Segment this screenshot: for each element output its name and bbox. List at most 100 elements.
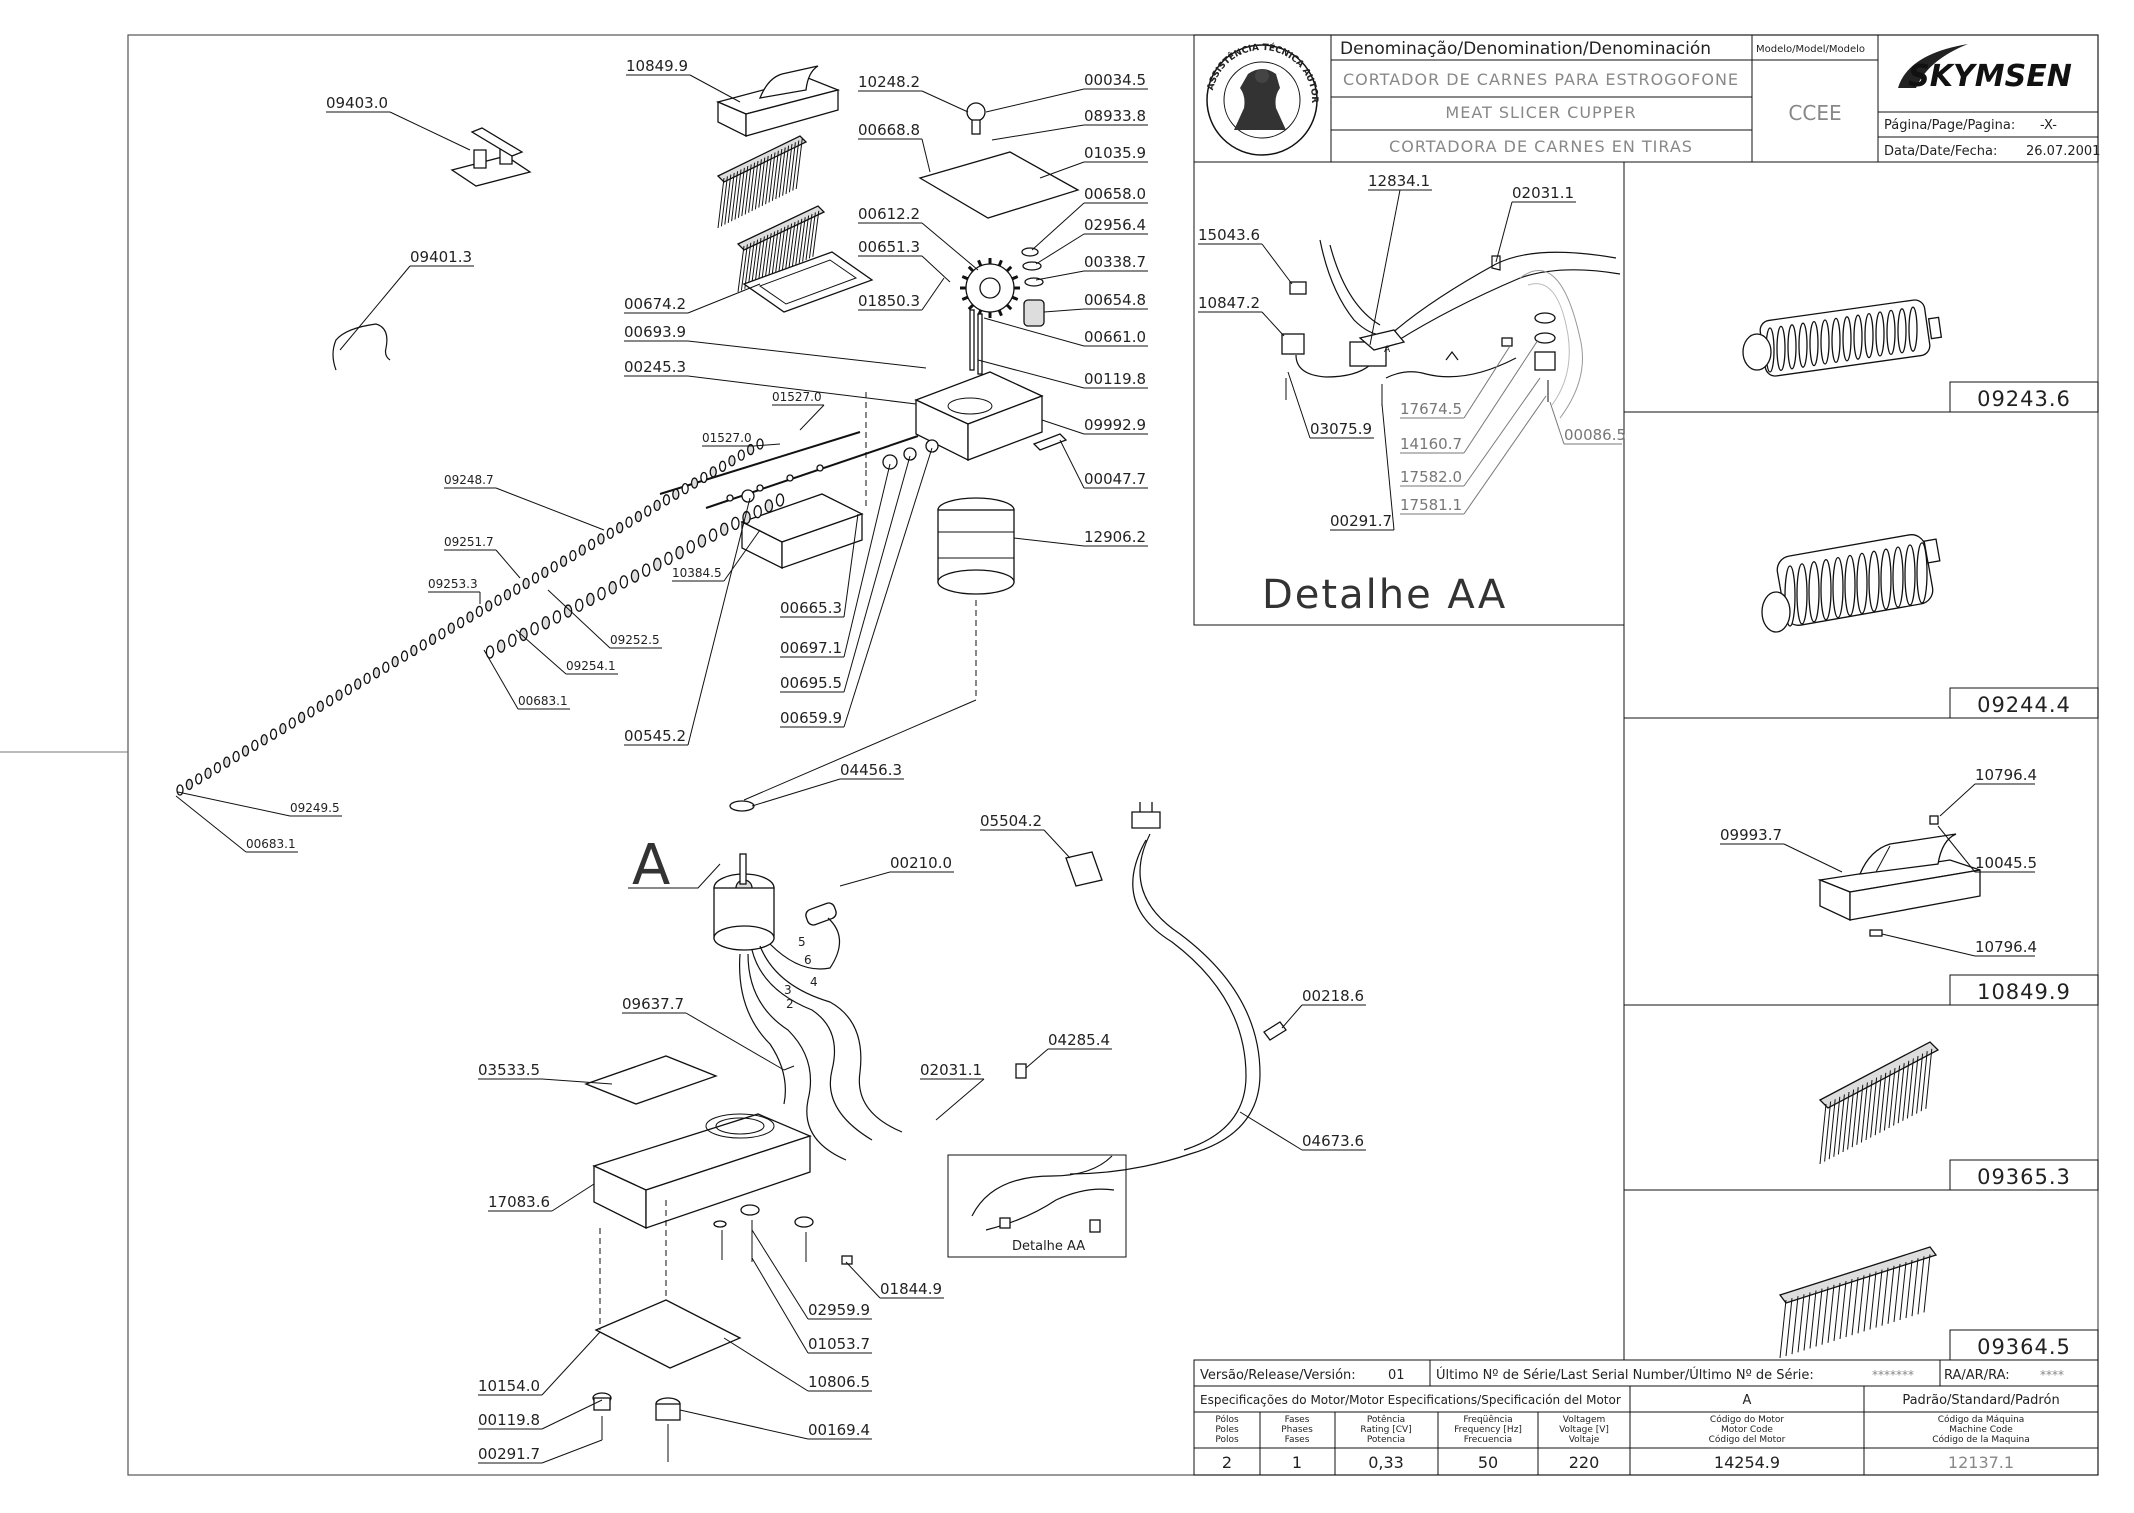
comb-tooth bbox=[1897, 1063, 1905, 1124]
svg-text:Potencia: Potencia bbox=[1367, 1435, 1405, 1445]
blade-washer bbox=[485, 645, 495, 659]
roller-rib bbox=[1904, 544, 1916, 606]
leader-line bbox=[723, 529, 761, 582]
leader-line bbox=[977, 359, 1085, 389]
blade-washer bbox=[700, 471, 708, 484]
blade-washer bbox=[664, 551, 673, 566]
svg-text:Código da Máquina: Código da Máquina bbox=[1938, 1414, 2025, 1425]
gear-tooth bbox=[977, 259, 983, 267]
label-00674-2: 00674.2 bbox=[624, 295, 686, 313]
comb-tooth bbox=[1819, 1103, 1827, 1165]
detail-aa-panel: A 12834.1 02031.1 15043.6 10847.2 03075.… bbox=[1193, 161, 1626, 1360]
comb-tooth bbox=[1893, 1263, 1901, 1322]
comb-tooth bbox=[737, 167, 745, 218]
blade-washer bbox=[541, 566, 549, 579]
blade-washer bbox=[619, 575, 629, 589]
date-value: 26.07.2001 bbox=[2026, 144, 2100, 159]
comb-tooth bbox=[1879, 1072, 1887, 1133]
leader-line bbox=[1025, 1048, 1049, 1069]
blade-washer bbox=[552, 610, 562, 624]
blade-washer bbox=[494, 594, 502, 606]
blade-washer bbox=[616, 522, 624, 534]
label-01844-9: 01844.9 bbox=[880, 1280, 942, 1298]
comb-tooth bbox=[1860, 1082, 1868, 1143]
shaft-ring bbox=[726, 494, 734, 502]
svg-text:Frecuencia: Frecuencia bbox=[1464, 1435, 1512, 1445]
comb-tooth bbox=[768, 152, 776, 203]
svg-text:1: 1 bbox=[1292, 1453, 1302, 1472]
roller-blade bbox=[1787, 324, 1797, 370]
comb-tooth bbox=[1906, 1058, 1914, 1119]
label-17582-0: 17582.0 bbox=[1400, 468, 1462, 486]
blade-washer bbox=[719, 522, 729, 536]
comb-tooth bbox=[754, 237, 762, 285]
blade-washer bbox=[541, 616, 551, 630]
label-00697-1: 00697.1 bbox=[780, 639, 842, 657]
motor-spec-label: Especificações do Motor/Motor Especifica… bbox=[1200, 1393, 1621, 1407]
label-15043-6: 15043.6 bbox=[1198, 226, 1260, 244]
comb-tooth bbox=[1824, 1101, 1832, 1162]
blade-washer bbox=[251, 739, 259, 752]
comb-tooth bbox=[765, 154, 773, 205]
date-label: Data/Date/Fecha: bbox=[1884, 144, 1997, 159]
ra-value: **** bbox=[2040, 1368, 2064, 1382]
label-10847-2: 10847.2 bbox=[1198, 294, 1260, 312]
roller-blade bbox=[1853, 314, 1863, 360]
label-00612-2: 00612.2 bbox=[858, 205, 920, 223]
title-block: ASSISTÊNCIA TÉCNICA AUTORIZADA Denominaç… bbox=[0, 0, 2100, 163]
roller-blade bbox=[1875, 311, 1885, 357]
blade-washer bbox=[775, 493, 785, 507]
label-00119-8b: 00119.8 bbox=[478, 1411, 540, 1429]
comb-tooth bbox=[744, 242, 752, 289]
blade-washer bbox=[372, 667, 381, 679]
comb-tooth bbox=[808, 212, 816, 259]
blade-washer bbox=[578, 544, 586, 556]
detail-aa-title: Detalhe AA bbox=[1262, 572, 1507, 618]
svg-text:Código de la Maquina: Código de la Maquina bbox=[1932, 1434, 2030, 1445]
panel-code-09244-4: 09244.4 bbox=[1977, 693, 2071, 717]
comb-tooth bbox=[754, 159, 762, 210]
label-09254-1: 09254.1 bbox=[566, 659, 616, 673]
page-value: -X- bbox=[2040, 118, 2057, 133]
blade-washer bbox=[297, 711, 306, 724]
blade-washer bbox=[686, 540, 696, 554]
blade-washer bbox=[400, 650, 409, 662]
label-00651-3: 00651.3 bbox=[858, 238, 920, 256]
blade-washer bbox=[662, 494, 671, 506]
blade-washer bbox=[363, 672, 371, 685]
comb-tooth bbox=[1779, 1299, 1787, 1359]
comb-tooth bbox=[1869, 1271, 1877, 1330]
blade-washer bbox=[410, 644, 418, 657]
comb-tooth bbox=[1785, 1298, 1793, 1357]
gear-tooth bbox=[961, 295, 969, 301]
comb-tooth bbox=[781, 225, 789, 272]
comb-tooth bbox=[1797, 1294, 1805, 1353]
comb-tooth bbox=[1874, 1075, 1882, 1136]
blade-washer bbox=[597, 586, 606, 601]
shaft-ring bbox=[756, 484, 764, 492]
code-box-10849-9 bbox=[1949, 974, 2099, 1006]
blade-washer bbox=[697, 534, 707, 548]
label-09249-5: 09249.5 bbox=[290, 801, 340, 815]
label-09251-7: 09251.7 bbox=[444, 535, 494, 549]
comb-tooth bbox=[1881, 1267, 1889, 1326]
label-10045-5: 10045.5 bbox=[1975, 854, 2037, 872]
leader-line bbox=[843, 447, 933, 728]
comb-tooth bbox=[740, 244, 748, 291]
leader-line bbox=[751, 778, 841, 807]
comb-tooth bbox=[1865, 1079, 1873, 1141]
leader-line bbox=[175, 795, 247, 853]
label-00661-0: 00661.0 bbox=[1084, 328, 1146, 346]
label-09253-3: 09253.3 bbox=[428, 577, 478, 591]
blade-washer bbox=[419, 639, 427, 651]
blade-washer bbox=[513, 583, 521, 595]
motor-marker: A bbox=[632, 833, 670, 898]
gear-tooth bbox=[967, 265, 975, 273]
blade-washer bbox=[630, 569, 640, 583]
comb-tooth bbox=[1905, 1260, 1913, 1319]
leader-line bbox=[541, 1331, 601, 1396]
blade-washer bbox=[485, 600, 493, 612]
comb-tooth bbox=[761, 234, 769, 281]
detail-aa-wiring: A bbox=[1281, 239, 1621, 419]
product-name-pt: CORTADOR DE CARNES PARA ESTROGOFONE bbox=[1343, 70, 1739, 89]
